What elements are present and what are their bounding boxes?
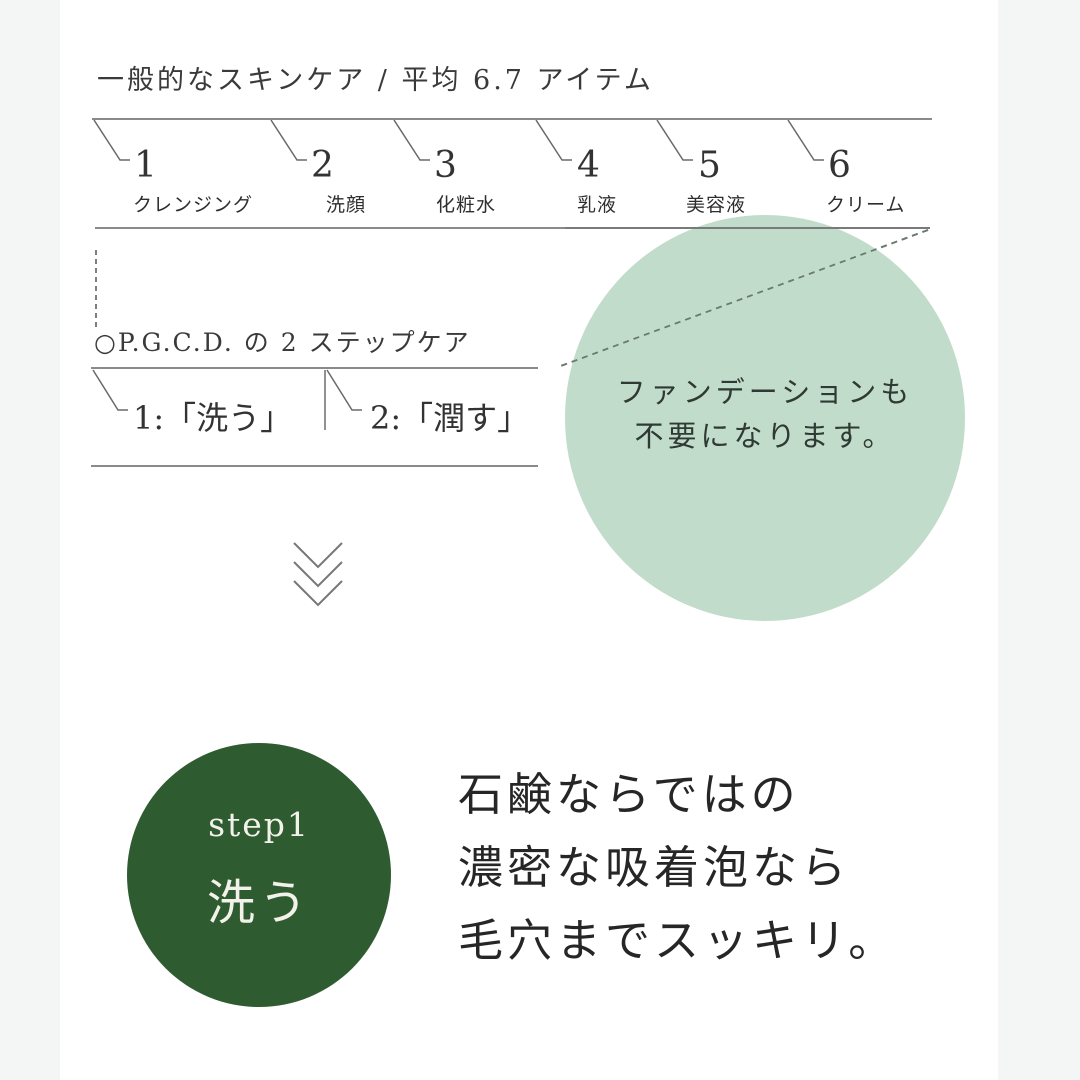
general-top-rule — [92, 118, 932, 120]
headline-line-2: 濃密な吸着泡なら — [458, 841, 851, 894]
general-step-5-label: 美容液 — [686, 194, 747, 216]
headline-line-3: 毛穴までスッキリ。 — [458, 914, 898, 967]
general-step-4-label: 乳液 — [577, 194, 618, 216]
pgcd-step-1: 1:「洗う」 — [133, 399, 293, 437]
general-step-6-label: クリーム — [826, 194, 906, 216]
general-step-2-number: 2 — [311, 145, 334, 186]
general-step-4-number: 4 — [577, 145, 600, 186]
general-skincare-title: 一般的なスキンケア / 平均 6.7 アイテム — [97, 65, 654, 96]
general-step-3-label: 化粧水 — [436, 194, 497, 216]
step-badge-title: 洗う — [206, 875, 311, 931]
general-step-3-number: 3 — [434, 145, 457, 186]
pgcd-title: ○P.G.C.D. の 2 ステップケア — [94, 328, 471, 357]
general-step-6-number: 6 — [828, 145, 851, 186]
pgcd-bottom-rule — [91, 465, 538, 467]
general-step-1-label: クレンジング — [133, 194, 254, 216]
general-step-5-number: 5 — [698, 145, 721, 186]
callout-line-1: ファンデーションも — [616, 375, 914, 409]
callout-line-2: 不要になります。 — [634, 419, 896, 453]
headline: 石鹸ならではの 濃密な吸着泡なら 毛穴までスッキリ。 — [458, 758, 897, 977]
pgcd-top-rule — [91, 367, 538, 369]
headline-line-1: 石鹸ならではの — [458, 768, 800, 821]
general-bottom-rule — [95, 227, 930, 229]
general-step-1-number: 1 — [134, 145, 157, 186]
step-badge-label: step1 — [208, 805, 310, 844]
pgcd-step-2: 2:「潤す」 — [370, 399, 530, 437]
step-badge: step1 洗う — [127, 743, 391, 1007]
callout-text: ファンデーションも 不要になります。 — [565, 370, 965, 458]
general-step-2-label: 洗顔 — [326, 194, 367, 216]
callout-circle — [565, 215, 965, 621]
